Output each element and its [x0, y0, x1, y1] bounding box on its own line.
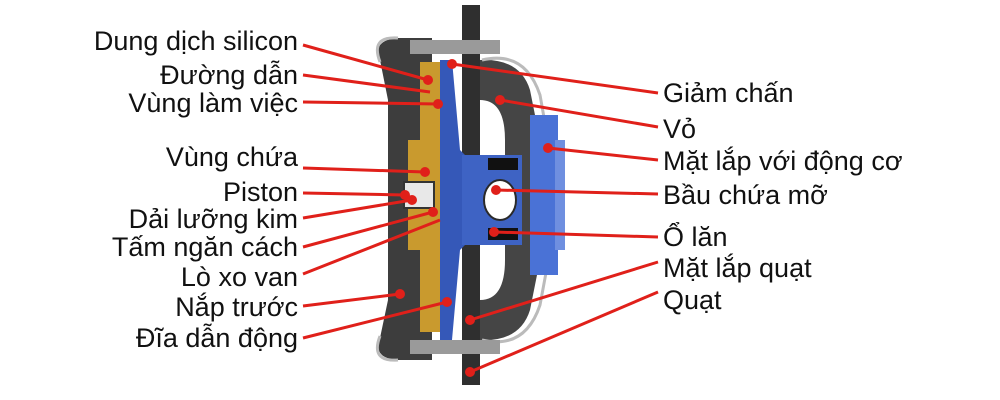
leader-reservoir — [302, 166, 426, 174]
bolt-bottom — [410, 340, 500, 354]
label-engine-mount-face: Mặt lắp với động cơ — [663, 146, 903, 176]
leader-engine-mount — [547, 146, 659, 162]
bearing-top — [488, 158, 518, 170]
dot-engine-mount — [543, 143, 553, 153]
flange-face — [555, 140, 565, 250]
label-damper: Giảm chấn — [663, 78, 794, 108]
leader-shell — [499, 98, 659, 129]
drive-disc — [440, 60, 470, 340]
label-shell: Vỏ — [663, 114, 697, 144]
leader-front-cover — [302, 292, 401, 308]
dot-separator — [428, 207, 438, 217]
label-reservoir-zone: Vùng chứa — [165, 142, 298, 172]
leader-damper — [451, 62, 659, 95]
leader-fan — [469, 290, 659, 374]
label-bimetal-strip: Dải lưỡng kim — [128, 204, 298, 234]
leader-separator — [302, 210, 434, 249]
label-silicone-fluid: Dung dịch silicon — [93, 26, 298, 56]
leader-bearing — [493, 230, 659, 239]
dot-working-zone — [433, 99, 443, 109]
leader-working-zone — [302, 100, 439, 106]
label-grease-reservoir: Bầu chứa mỡ — [663, 180, 828, 210]
leader-channel — [302, 73, 431, 94]
dot-piston — [400, 190, 410, 200]
label-piston: Piston — [222, 177, 298, 207]
leader-drive-disc — [302, 300, 448, 340]
bolt-top — [410, 40, 500, 54]
label-separator-plate: Tấm ngăn cách — [111, 232, 298, 262]
dot-shell — [495, 95, 505, 105]
leader-silicone — [302, 43, 429, 82]
dot-bearing — [489, 227, 499, 237]
label-drive-disc: Đĩa dẫn động — [135, 323, 298, 353]
dot-damper — [447, 59, 457, 69]
dot-front-cover — [395, 289, 405, 299]
label-channel: Đường dẫn — [160, 60, 298, 90]
leader-grease — [495, 188, 659, 196]
dot-reservoir — [420, 167, 430, 177]
dot-fan-mount — [465, 315, 475, 325]
grease-reservoir — [483, 179, 517, 221]
label-working-zone: Vùng làm việc — [128, 88, 298, 118]
leader-dots — [395, 59, 553, 377]
leader-piston — [302, 191, 406, 197]
leader-fan-mount — [469, 260, 659, 322]
engine-mount-flange — [530, 115, 558, 275]
leader-valve-spring — [302, 218, 441, 276]
dot-drive-disc — [442, 297, 452, 307]
label-fan-mount-face: Mặt lắp quạt — [663, 253, 812, 283]
label-valve-spring: Lò xo van — [180, 262, 298, 292]
label-bearing: Ổ lăn — [663, 222, 728, 252]
dot-bimetal — [407, 195, 417, 205]
dot-silicone — [423, 75, 433, 85]
label-front-cover: Nắp trước — [175, 292, 298, 322]
cover-outline — [375, 36, 399, 362]
leader-lines — [302, 43, 659, 374]
dot-fan — [465, 367, 475, 377]
label-fan: Quạt — [663, 285, 722, 315]
leader-bimetal — [302, 198, 413, 220]
dot-grease — [491, 185, 501, 195]
